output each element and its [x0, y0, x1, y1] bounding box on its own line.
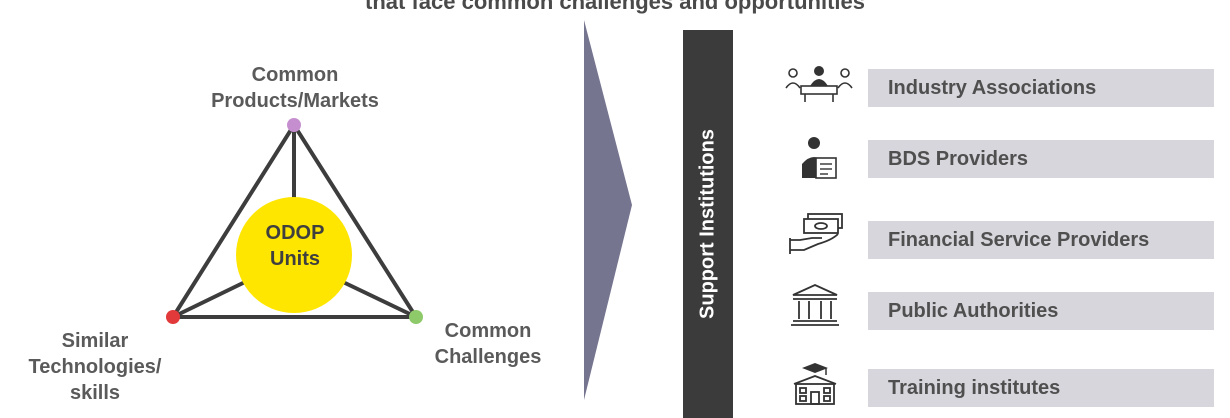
consultant-document-icon: [802, 137, 837, 179]
top-label: Common Products/Markets: [211, 64, 379, 112]
left-node: [166, 310, 180, 324]
hand-money-icon: [789, 213, 843, 254]
chevron-arrow: [584, 20, 632, 400]
institution-label: BDS Providers: [888, 147, 1029, 170]
left-spoke: [172, 280, 246, 319]
institution-item: BDS Providers: [868, 140, 1214, 178]
support-institutions-bar: Support Institutions: [683, 30, 733, 418]
right-label: Common Challenges: [434, 320, 542, 368]
institution-item: Financial Service Providers: [868, 221, 1214, 259]
institution-item: Industry Associations: [868, 69, 1214, 107]
institution-item: Public Authorities: [868, 292, 1214, 330]
support-institutions-label: Support Institutions: [696, 129, 719, 319]
triangle-outline: [171, 123, 418, 319]
left-label: Similar Technologies/ skills: [28, 330, 162, 404]
government-building-icon: [791, 284, 839, 326]
center-label: ODOP Units: [265, 222, 325, 270]
institution-label: Industry Associations: [888, 76, 1097, 99]
institution-label: Training institutes: [888, 376, 1061, 399]
triangle-lines: [171, 123, 418, 319]
institution-label: Financial Service Providers: [888, 228, 1150, 251]
diagram-title: that face common challenges and opportun…: [365, 0, 865, 14]
meeting-people-icon: [785, 66, 853, 102]
odop-center-circle: [236, 197, 352, 313]
right-node: [409, 310, 423, 324]
school-building-icon: [793, 363, 837, 405]
institution-item: Training institutes: [868, 369, 1214, 407]
top-node: [287, 118, 301, 132]
institution-label: Public Authorities: [888, 299, 1059, 322]
right-spoke: [342, 280, 417, 319]
